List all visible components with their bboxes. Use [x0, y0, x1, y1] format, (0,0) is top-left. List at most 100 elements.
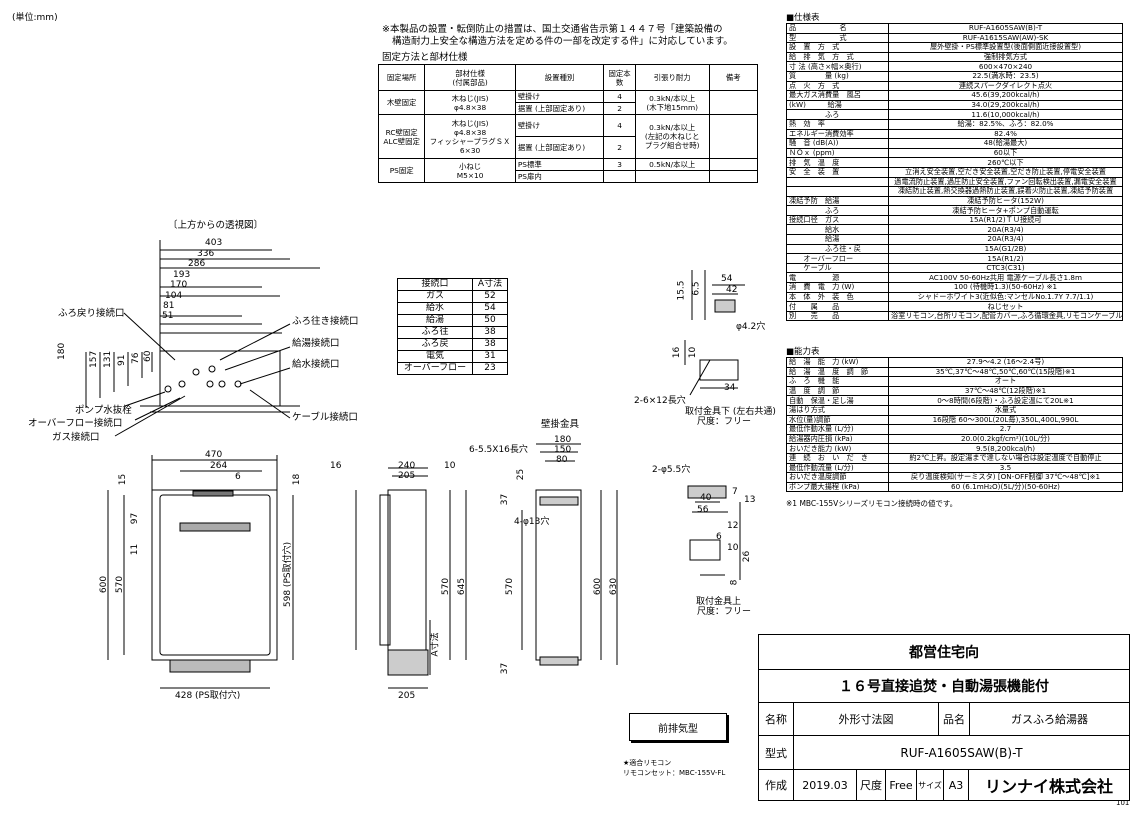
spec-row: 点 火 方 式連続スパークダイレクト点火: [786, 80, 1123, 92]
spec-value: 20A(R3/4): [888, 224, 1123, 236]
spec-key: ケーブル: [786, 262, 889, 274]
wall-bracket-title: 壁掛金具: [541, 419, 580, 430]
dim-51: 51: [162, 311, 174, 321]
side-dim-205: 205: [398, 471, 416, 481]
fix-row-remarks: [708, 170, 759, 183]
front-dim-15: 15: [118, 473, 129, 486]
dim-104: 104: [165, 291, 183, 301]
spec-key: 給水: [786, 224, 889, 236]
spec-row: 凍結防止装置,熱交換器過熱防止装置,誤着火防止装置,凍結予防装置: [786, 186, 1123, 197]
fix-row-place: PS固定: [377, 158, 426, 183]
capacity-row: ポンプ最大揚程 (kPa)60 (6.1mH₂O)(5L/分)(50-60Hz): [786, 481, 1123, 493]
dim-170: 170: [170, 280, 188, 290]
capacity-key: おいだき能力 (kW): [786, 443, 889, 454]
spec-value: 11.6(10,000kcal/h): [888, 109, 1123, 120]
fix-row-spec: 木ねじ(JIS) φ4.8×38: [424, 90, 516, 115]
front-dim-600: 600: [99, 575, 110, 594]
side-dim-10: 10: [444, 461, 456, 471]
spec-key: エネルギー消費効率: [786, 128, 889, 140]
capacity-row: おいだき能力 (kW)9.5(8,200kcal/h): [786, 443, 1123, 454]
front-view-body: [151, 489, 278, 661]
spec-key: 安 全 装 置: [786, 166, 889, 178]
spec-value: シャドーホワイト3(近似色:マンセルNo.1.7Y 7.7/1.1): [888, 291, 1123, 303]
spec-key: 最大ガス消費量 風呂: [786, 90, 889, 101]
capacity-key: ふ ろ 機 能: [786, 376, 889, 387]
spec-row: 過電流防止装置,過圧防止安全装置,ファン回転検出装置,漏電安全装置: [786, 176, 1123, 188]
item-value-text: ガスふろ給湯器: [1011, 712, 1088, 726]
scale-label: 尺度: [857, 770, 886, 800]
capacity-value: 戻り温度検知(サーミスタ) [ON-OFF制御 37℃～48℃]※1: [888, 472, 1123, 483]
conn-row-value: 23: [472, 362, 508, 375]
capacity-table: 給 湯 能 力 (kW)27.9～4.2 (16～2.4号)給 湯 温 度 調 …: [786, 357, 1123, 493]
spec-row: 安 全 装 置立消え安全装置,空だき安全装置,空だき防止装置,停電安全装置: [786, 166, 1123, 178]
label-water-supply: 給水接続口: [292, 359, 340, 370]
spec-row: 騒 音 (dB(A))48(給湯最大): [786, 138, 1123, 149]
bu-dim-6: 6: [716, 532, 722, 542]
dim-193: 193: [173, 270, 191, 280]
spec-row: 別 売 品浴室リモコン,台所リモコン,配管カバー,ふろ循環金具,リモコンケーブル…: [786, 310, 1123, 322]
spec-value: 82.4%: [888, 128, 1123, 140]
spec-value: 立消え安全装置,空だき安全装置,空だき防止装置,停電安全装置: [888, 166, 1123, 178]
spec-value: 22.5(満水時：23.5): [888, 70, 1123, 82]
spec-value: 600×470×240: [888, 61, 1123, 72]
spec-row: ＮＯｘ (ppm)60以下: [786, 147, 1123, 159]
spec-key: 付 属 品: [786, 301, 889, 312]
spec-value: 100 (待機時1.3)(50-60Hz) ※1: [888, 282, 1123, 293]
capacity-key: 温 度 調 節: [786, 385, 889, 397]
conn-row-name: 給水: [397, 302, 473, 315]
bu-dim-40: 40: [700, 493, 712, 503]
spec-value: ねじセット: [888, 301, 1123, 312]
bracket-hole-label: 4-φ13穴: [514, 517, 550, 527]
bl-hole-label: φ4.2穴: [736, 322, 766, 332]
label-overflow: オーバーフロー接続口: [28, 418, 123, 429]
notice-line-1: ※本製品の設置・転倒防止の措置は、国土交通省告示第１４４７号「建築設備の: [382, 24, 723, 35]
side-dim-205b: 205: [398, 691, 416, 701]
bu-caption-2: 尺度：フリー: [697, 607, 752, 617]
capacity-key: 水位(量)調節: [786, 414, 889, 426]
bl-dim-54: 54: [721, 274, 733, 284]
front-dim-97: 97: [130, 512, 141, 525]
fix-method-table: 固定場所 部材仕様 (付属部品) 設置種別 固定本数 引張り耐力 備考 木壁固定…: [377, 64, 759, 183]
exhaust-type-box: 前排気型: [629, 713, 727, 741]
capacity-row: おいだき温度調節戻り温度検知(サーミスタ) [ON-OFF制御 37℃～48℃]…: [786, 472, 1123, 483]
bu-dim-8: 8: [729, 579, 740, 586]
bu-dim-13: 13: [744, 495, 756, 505]
capacity-value: 約2℃上昇。設定湯まで達しない場合は設定温度で自動停止: [888, 452, 1123, 464]
bu-dim-10: 10: [727, 543, 739, 553]
scale-label-text: 尺度: [860, 779, 882, 792]
spec-key: 熱 効 率: [786, 118, 889, 130]
bl-dim-10: 10: [688, 346, 699, 359]
size-label-text: サイズ: [918, 780, 942, 790]
model-value-text: RUF-A1605SAW(B)-T: [900, 745, 1023, 760]
spec-key: (kW) 給湯: [786, 99, 889, 111]
bracket-dim-150: 150: [554, 445, 572, 455]
spec-value: 15A(R1/2)ＴＵ接続可: [888, 214, 1123, 226]
bu-dim-12: 12: [727, 521, 739, 531]
dim-157: 157: [89, 350, 99, 368]
spec-value: 20A(R3/4): [888, 234, 1123, 245]
item-label: 品名: [939, 702, 970, 736]
capacity-key: おいだき温度調節: [786, 472, 889, 483]
spec-key: オーバーフロー: [786, 253, 889, 264]
name-value: 外形寸法図: [794, 702, 939, 736]
fix-row-place: 木壁固定: [377, 90, 426, 115]
title-project: 都営住宅向: [759, 635, 1129, 670]
bracket-upper-shape: [687, 485, 727, 499]
exhaust-type-label: 前排気型: [658, 723, 698, 735]
capacity-row: 最低作動流量 (L/分)3.5: [786, 462, 1123, 474]
spec-title: ■仕様表: [786, 13, 820, 23]
name-label-text: 名称: [765, 712, 787, 726]
spec-value: 過電流防止装置,過圧防止安全装置,ファン回転検出装置,漏電安全装置: [888, 176, 1123, 188]
conn-row-value: 52: [472, 290, 508, 303]
date-text: 2019.03: [802, 778, 848, 792]
